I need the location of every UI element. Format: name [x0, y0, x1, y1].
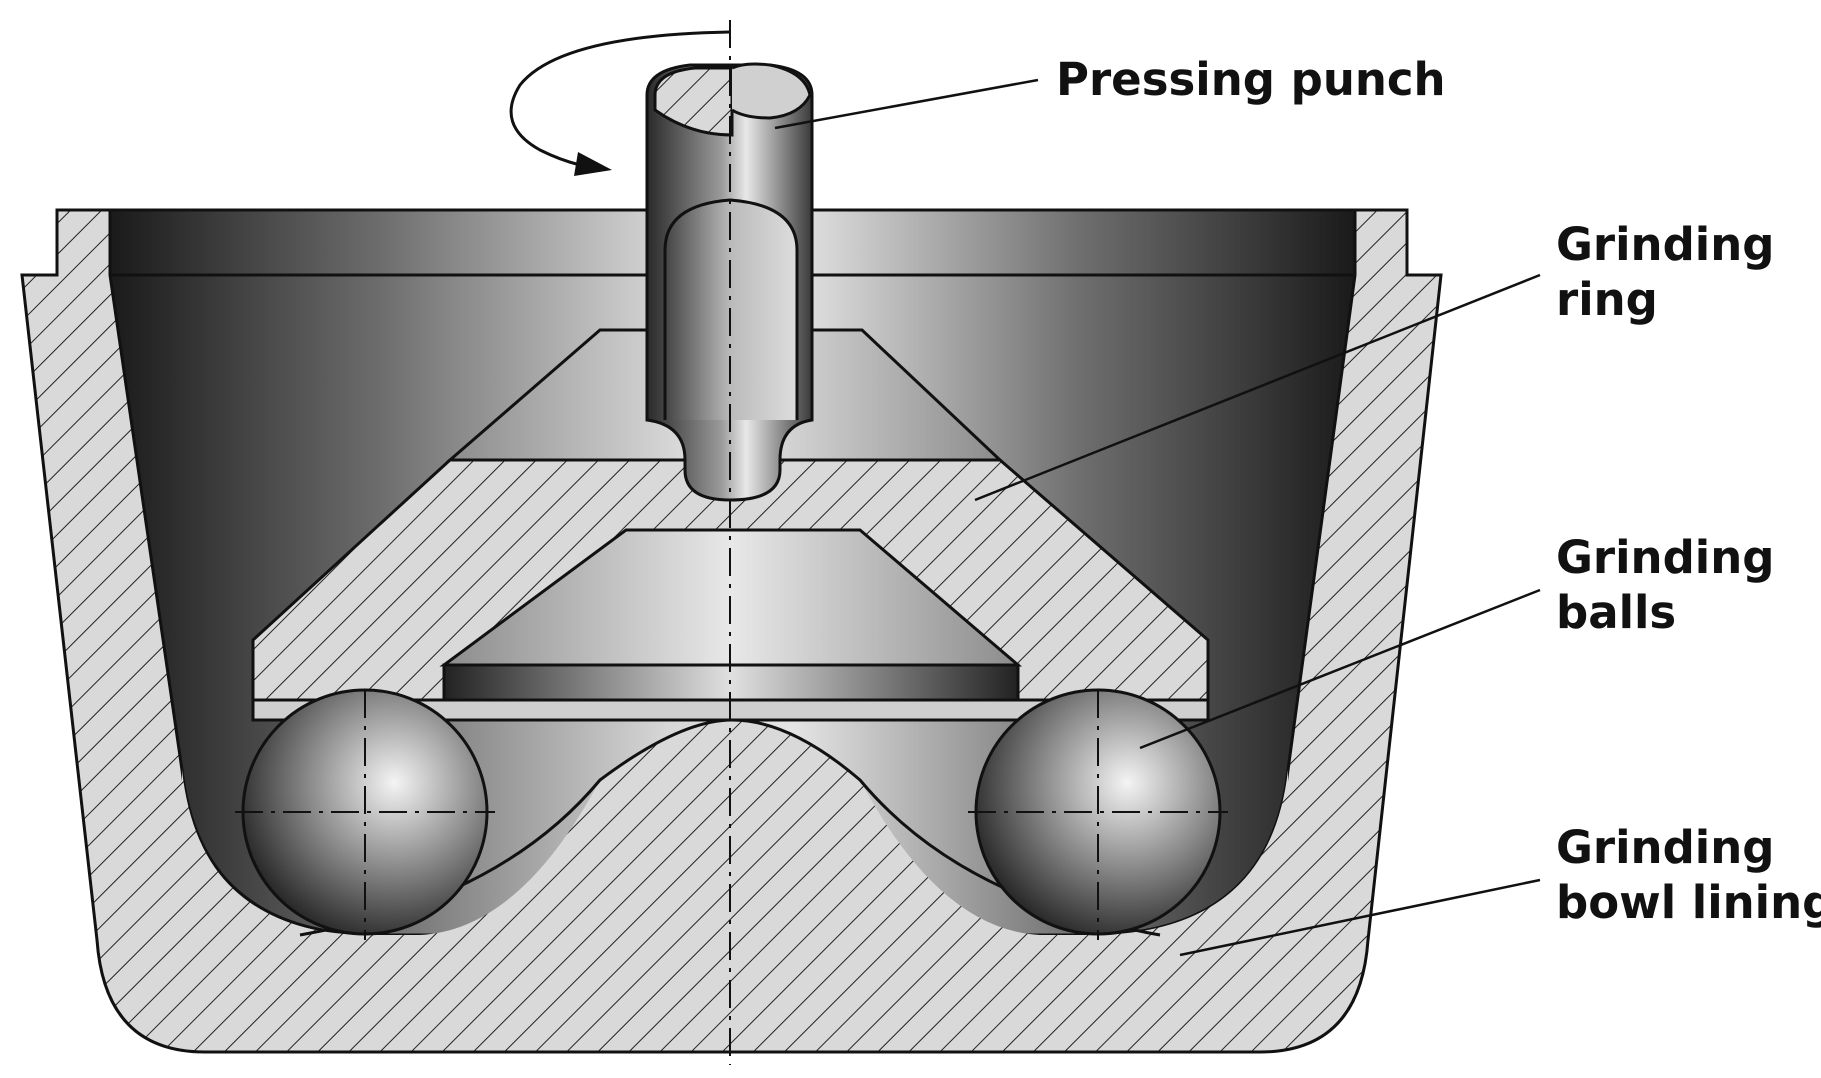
label-grinding-balls: Grinding balls — [1556, 530, 1774, 640]
label-grinding-balls-line2: balls — [1556, 586, 1677, 639]
label-grinding-bowl-lining-line2: bowl lining — [1556, 876, 1821, 929]
label-pressing-punch-line1: Pressing punch — [1056, 53, 1446, 106]
label-grinding-balls-line1: Grinding — [1556, 531, 1775, 584]
leader-lines — [774, 78, 1541, 957]
label-grinding-ring-line2: ring — [1556, 273, 1658, 326]
pressing-punch-top-edge — [731, 62, 812, 120]
center-lines — [235, 20, 1228, 1065]
label-grinding-bowl-lining: Grinding bowl lining — [1556, 820, 1821, 930]
label-pressing-punch: Pressing punch — [1056, 52, 1446, 107]
label-grinding-bowl-lining-line1: Grinding — [1556, 821, 1775, 874]
label-grinding-ring-line1: Grinding — [1556, 218, 1775, 271]
bowl-lining-center — [182, 720, 1288, 960]
curved-rotation-arrow-icon — [509, 30, 731, 176]
label-grinding-ring: Grinding ring — [1556, 217, 1774, 327]
pressing-punch-section — [653, 66, 734, 137]
